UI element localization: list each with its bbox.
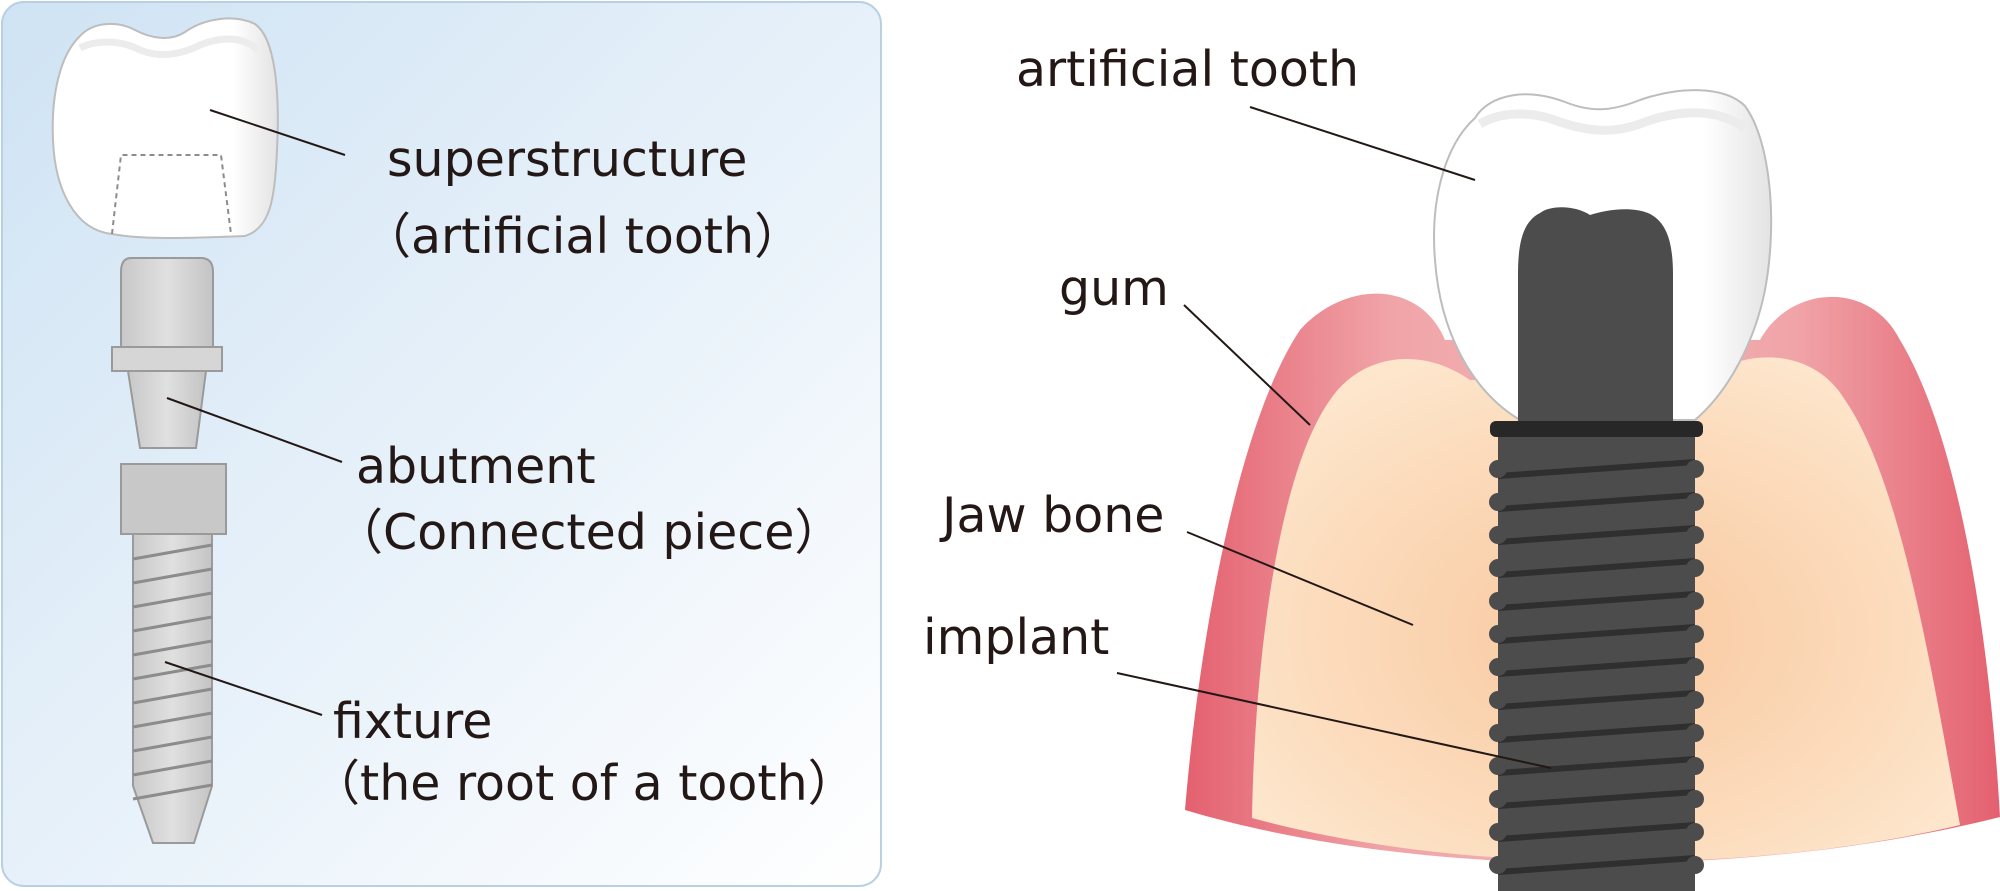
implant-thread-line	[1497, 756, 1696, 776]
superstructure-note: （artificial tooth）	[362, 208, 803, 265]
implant-thread-edge	[1686, 526, 1704, 544]
implant-thread-edge	[1686, 823, 1704, 841]
gum-label: gum	[1059, 260, 1169, 317]
implant-thread-edge	[1489, 526, 1507, 544]
implant-thread-edge	[1489, 823, 1507, 841]
fixture-thread-line	[132, 783, 213, 801]
implant-thread-line	[1497, 591, 1696, 611]
implant-thread-line	[1497, 459, 1696, 479]
fixture-illustration	[120, 463, 227, 844]
fixture-thread-line	[132, 591, 213, 609]
implant-threads	[1497, 459, 1696, 875]
implant-thread-line	[1497, 690, 1696, 710]
fixture-threads	[132, 543, 213, 801]
implant-thread-line	[1497, 822, 1696, 842]
abutment-label: abutment	[356, 438, 596, 495]
implant-thread-edge	[1489, 856, 1507, 874]
implant-thread-edge	[1489, 460, 1507, 478]
implant-thread-edges	[1489, 460, 1704, 874]
implant-label: implant	[923, 609, 1109, 666]
fixture-thread-line	[132, 639, 213, 657]
implant-thread-line	[1497, 657, 1696, 677]
jaw-bone-label: Jaw bone	[939, 487, 1164, 544]
implant-thread-line	[1497, 855, 1696, 875]
fixture-thread-line	[132, 663, 213, 681]
implant-thread-edge	[1686, 493, 1704, 511]
fixture-thread-line	[132, 543, 213, 561]
implant-thread-edge	[1489, 658, 1507, 676]
implant-thread-edge	[1686, 724, 1704, 742]
leader-artificial-tooth	[1249, 106, 1476, 181]
superstructure-illustration	[51, 17, 279, 239]
implant-thread-edge	[1686, 691, 1704, 709]
fixture-label: fixture	[333, 693, 492, 750]
leader-abutment	[166, 397, 343, 463]
artificial-tooth-label: artificial tooth	[1016, 41, 1359, 98]
implant-thread-edge	[1489, 757, 1507, 775]
implant-thread-line	[1497, 492, 1696, 512]
implant-thread-line	[1497, 723, 1696, 743]
implant-thread-edge	[1489, 493, 1507, 511]
implant-thread-edge	[1489, 592, 1507, 610]
fixture-thread-line	[132, 735, 213, 753]
implant-thread-line	[1497, 558, 1696, 578]
right-panel: artificial tooth gum Jaw bone implant	[923, 41, 2000, 891]
fixture-thread-line	[132, 711, 213, 729]
implant-collar	[1490, 421, 1703, 437]
implant-thread-edge	[1686, 757, 1704, 775]
leader-jaw-bone	[1186, 531, 1414, 626]
implant-thread-edge	[1489, 559, 1507, 577]
leader-implant	[1116, 672, 1552, 769]
implant-thread-line	[1497, 525, 1696, 545]
implant-thread-edge	[1489, 691, 1507, 709]
implant-thread-line	[1497, 624, 1696, 644]
fixture-thread-line	[132, 567, 213, 585]
fixture-thread-line	[132, 687, 213, 705]
implant-thread-edge	[1489, 724, 1507, 742]
superstructure-label: superstructure	[387, 131, 747, 188]
left-panel: superstructure （artificial tooth） abutme…	[1, 1, 882, 887]
abutment-note: （Connected piece）	[334, 504, 843, 561]
fixture-thread-line	[132, 615, 213, 633]
abutment-illustration	[111, 257, 223, 449]
implant-thread-edge	[1686, 658, 1704, 676]
implant-thread-edge	[1686, 625, 1704, 643]
implant-thread-edge	[1489, 625, 1507, 643]
fixture-thread-line	[132, 759, 213, 777]
implant-thread-edge	[1686, 460, 1704, 478]
leader-superstructure	[209, 109, 346, 156]
fixture-note: （the root of a tooth）	[311, 755, 857, 812]
leader-fixture	[164, 661, 323, 716]
implant-abutment-core	[1518, 207, 1673, 423]
implant-thread-edge	[1686, 559, 1704, 577]
implant-thread-edge	[1686, 592, 1704, 610]
leader-gum	[1183, 304, 1311, 426]
implant-thread-edge	[1686, 856, 1704, 874]
implant-thread-edge	[1686, 790, 1704, 808]
implant-thread-edge	[1489, 790, 1507, 808]
implant-thread-line	[1497, 789, 1696, 809]
